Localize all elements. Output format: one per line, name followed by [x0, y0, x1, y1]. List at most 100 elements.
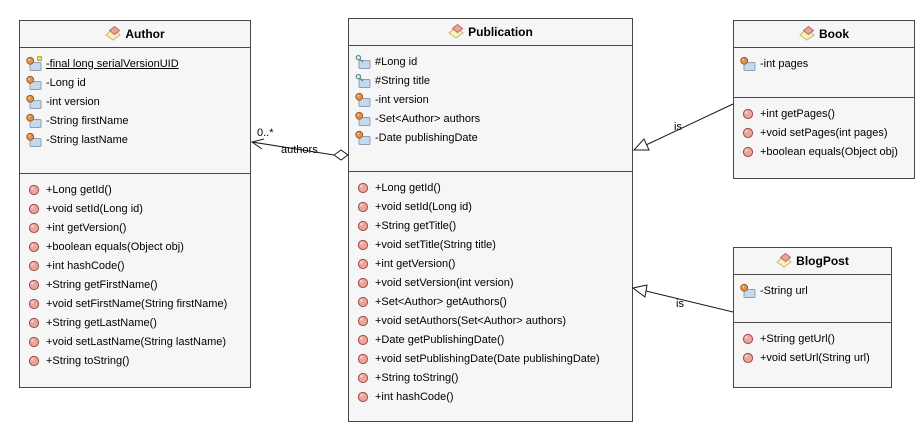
method-public-icon: [355, 370, 371, 386]
method-public-icon: [26, 334, 42, 350]
member-text: +Set<Author> getAuthors(): [375, 295, 507, 308]
method-public-icon: [26, 201, 42, 217]
member-text: +void setAuthors(Set<Author> authors): [375, 314, 567, 327]
method-row: +void setAuthors(Set<Author> authors): [355, 311, 630, 330]
member-text: +String toString(): [46, 354, 130, 367]
method-public-icon: [355, 351, 371, 367]
method-row: +void setId(Long id): [26, 199, 248, 218]
method-public-icon: [355, 275, 371, 291]
field-row: -Date publishingDate: [355, 128, 630, 147]
method-public-icon: [26, 315, 42, 331]
field-row: #String title: [355, 71, 630, 90]
class-header: Book: [734, 21, 914, 48]
member-text: +int hashCode(): [375, 390, 454, 403]
method-row: +boolean equals(Object obj): [740, 142, 912, 161]
method-row: +String toString(): [26, 351, 248, 370]
field-row: -int version: [355, 90, 630, 109]
book-publication-generalization: is: [632, 103, 734, 151]
field-row: -String lastName: [26, 130, 248, 149]
field-private-icon: [26, 94, 42, 110]
fields-compartment: -String url: [734, 275, 891, 323]
field-row: -String url: [740, 281, 889, 300]
method-row: +boolean equals(Object obj): [26, 237, 248, 256]
method-public-icon: [355, 294, 371, 310]
member-text: -final long serialVersionUID: [46, 57, 179, 70]
blogpost-publication-generalization: is: [631, 284, 734, 313]
class-icon: [105, 25, 122, 44]
aggregation-diamond: [333, 149, 349, 161]
member-text: +boolean equals(Object obj): [46, 240, 184, 253]
method-row: +void setUrl(String url): [740, 348, 889, 367]
method-row: +void setFirstName(String firstName): [26, 294, 248, 313]
field-private-static-icon: [26, 55, 42, 72]
method-row: +void setId(Long id): [355, 197, 630, 216]
method-public-icon: [355, 332, 371, 348]
method-public-icon: [355, 218, 371, 234]
member-text: -String lastName: [46, 133, 128, 146]
method-public-icon: [26, 182, 42, 198]
class-box-book[interactable]: Book -int pages +int getPages() +void se…: [733, 20, 915, 179]
member-text: +void setPublishingDate(Date publishingD…: [375, 352, 600, 365]
field-private-icon: [740, 283, 756, 299]
member-text: +String getLastName(): [46, 316, 157, 329]
publication-author-association-label: authors: [281, 144, 318, 156]
field-row: -Set<Author> authors: [355, 109, 630, 128]
field-protected-icon: [355, 73, 371, 89]
field-row: #Long id: [355, 52, 630, 71]
method-row: +int getPages(): [740, 104, 912, 123]
method-row: +int hashCode(): [26, 256, 248, 275]
member-text: -int pages: [760, 57, 809, 70]
method-public-icon: [740, 350, 756, 366]
field-protected-icon: [355, 54, 371, 70]
member-text: +int getPages(): [760, 107, 835, 120]
class-box-author[interactable]: Author -final long serialVersionUID -Lon…: [19, 20, 251, 388]
member-text: +void setUrl(String url): [760, 351, 870, 364]
class-box-blogpost[interactable]: BlogPost -String url +String getUrl() +v…: [733, 247, 892, 388]
member-text: -int version: [46, 95, 100, 108]
method-public-icon: [740, 106, 756, 122]
member-text: +String getUrl(): [760, 332, 835, 345]
field-row: -int version: [26, 92, 248, 111]
blogpost-publication-generalization-line: [645, 290, 734, 313]
method-public-icon: [26, 239, 42, 255]
member-text: #Long id: [375, 55, 418, 68]
generalization-triangle: [631, 284, 648, 298]
member-text: +boolean equals(Object obj): [760, 145, 898, 158]
method-public-icon: [355, 180, 371, 196]
member-text: +void setPages(int pages): [760, 126, 888, 139]
method-row: +int getVersion(): [26, 218, 248, 237]
open-arrowhead: [250, 138, 265, 150]
publication-author-association-line: [251, 141, 335, 156]
method-row: +Date getPublishingDate(): [355, 330, 630, 349]
member-text: -Long id: [46, 76, 86, 89]
member-text: +int hashCode(): [46, 259, 125, 272]
method-row: +void setTitle(String title): [355, 235, 630, 254]
book-publication-generalization-label: is: [674, 121, 682, 133]
method-public-icon: [26, 353, 42, 369]
field-row: -int pages: [740, 54, 912, 73]
class-name: BlogPost: [796, 254, 849, 268]
method-row: +Set<Author> getAuthors(): [355, 292, 630, 311]
fields-compartment: -final long serialVersionUID -Long id -i…: [20, 48, 250, 174]
methods-compartment: +Long getId() +void setId(Long id) +int …: [20, 174, 250, 387]
field-private-icon: [26, 113, 42, 129]
method-public-icon: [355, 313, 371, 329]
method-row: +String getUrl(): [740, 329, 889, 348]
member-text: +void setVersion(int version): [375, 276, 514, 289]
method-public-icon: [740, 331, 756, 347]
field-row: -final long serialVersionUID: [26, 54, 248, 73]
method-row: +int getVersion(): [355, 254, 630, 273]
method-public-icon: [740, 125, 756, 141]
member-text: +void setTitle(String title): [375, 238, 496, 251]
member-text: -int version: [375, 93, 429, 106]
class-header: Publication: [349, 19, 632, 46]
field-private-icon: [26, 75, 42, 91]
method-row: +Long getId(): [26, 180, 248, 199]
class-icon: [776, 252, 792, 271]
class-header: BlogPost: [734, 248, 891, 275]
class-box-publication[interactable]: Publication #Long id #String title -int …: [348, 18, 633, 422]
class-name: Author: [125, 27, 165, 41]
methods-compartment: +String getUrl() +void setUrl(String url…: [734, 323, 891, 387]
methods-compartment: +Long getId() +void setId(Long id) +Stri…: [349, 172, 632, 421]
method-row: +String getFirstName(): [26, 275, 248, 294]
